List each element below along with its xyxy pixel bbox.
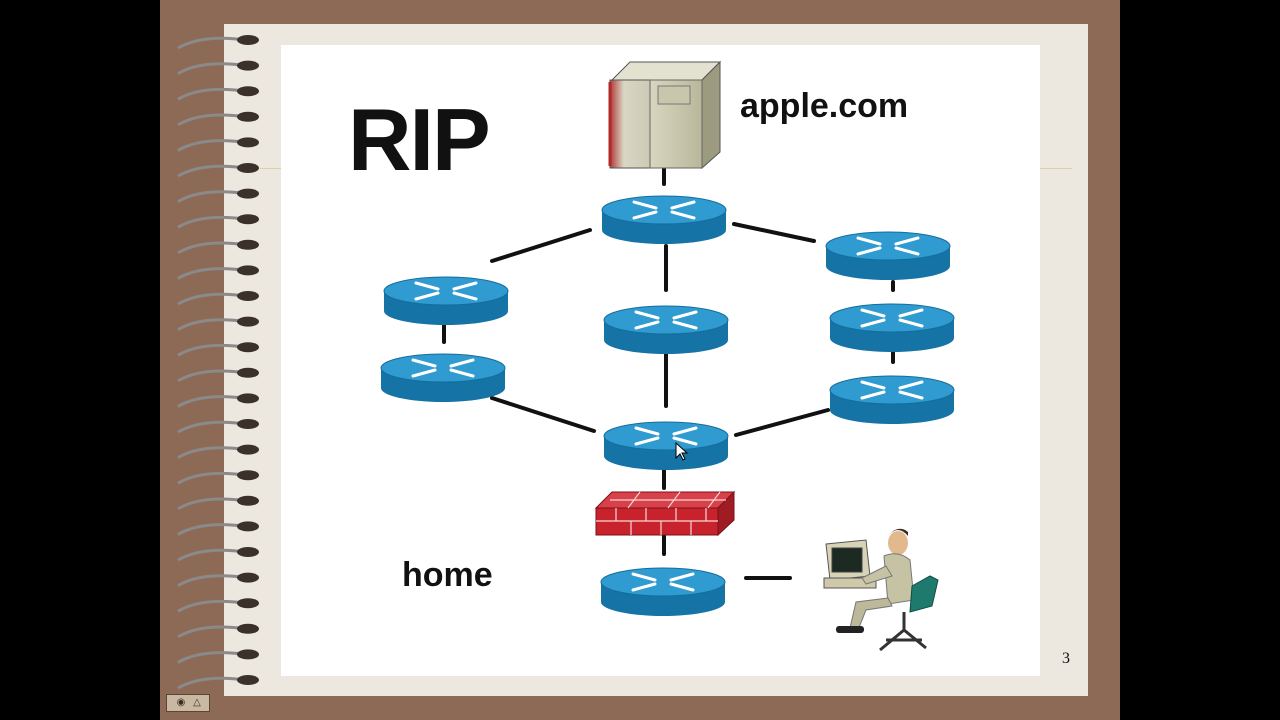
spiral-ring	[177, 547, 259, 562]
spiral-ring	[177, 86, 259, 101]
spiral-ring	[177, 163, 259, 178]
spiral-ring	[177, 342, 259, 357]
network-links	[442, 166, 895, 580]
server-label: apple.com	[740, 87, 909, 125]
spiral-ring	[177, 214, 259, 229]
router-right-lower-icon	[829, 375, 955, 424]
spiral-ring	[177, 649, 259, 664]
home-label: home	[402, 556, 493, 594]
link-core-right	[732, 222, 816, 243]
mouse-cursor-icon	[675, 441, 689, 461]
spiral-ring	[177, 675, 259, 690]
link-core-left	[490, 228, 592, 263]
spiral-ring	[177, 316, 259, 331]
spiral-ring	[177, 188, 259, 203]
spiral-ring	[177, 111, 259, 127]
slide-title: RIP	[348, 90, 491, 189]
router-home-icon	[600, 567, 726, 616]
router-left-lower-icon	[380, 353, 506, 402]
router-core-icon	[601, 195, 727, 244]
spiral-ring	[177, 444, 259, 459]
spiral-ring	[177, 495, 259, 511]
spiral-ring	[177, 137, 259, 152]
spiral-ring	[177, 35, 259, 50]
spiral-binding	[177, 35, 259, 690]
spiral-ring	[177, 291, 259, 306]
spiral-ring	[177, 470, 259, 485]
spiral-ring	[177, 367, 259, 383]
spiral-ring	[177, 598, 259, 613]
link-left-hub	[490, 396, 596, 433]
router-right-middle-icon	[829, 303, 955, 352]
page-number: 3	[1062, 650, 1070, 667]
router-right-upper-icon	[825, 231, 951, 280]
user-at-computer-icon	[823, 528, 939, 652]
spiral-ring	[177, 393, 259, 408]
spiral-ring	[177, 265, 259, 280]
spiral-ring	[177, 521, 259, 536]
spiral-ring	[177, 239, 259, 255]
router-middle-icon	[603, 305, 729, 354]
slide-nav-menu-icon[interactable]: ◉	[176, 697, 186, 708]
slide-nav-control[interactable]: ◉ △	[166, 694, 210, 712]
server-icon	[608, 60, 722, 170]
slide-nav-up-icon[interactable]: △	[193, 697, 201, 708]
firewall-icon	[594, 490, 736, 537]
router-hub-icon	[603, 421, 729, 470]
spiral-ring	[177, 572, 259, 587]
spiral-ring	[177, 419, 259, 434]
spiral-ring	[177, 60, 259, 75]
spiral-ring	[177, 623, 259, 639]
router-left-upper-icon	[383, 276, 509, 325]
link-right-hub	[734, 408, 830, 437]
